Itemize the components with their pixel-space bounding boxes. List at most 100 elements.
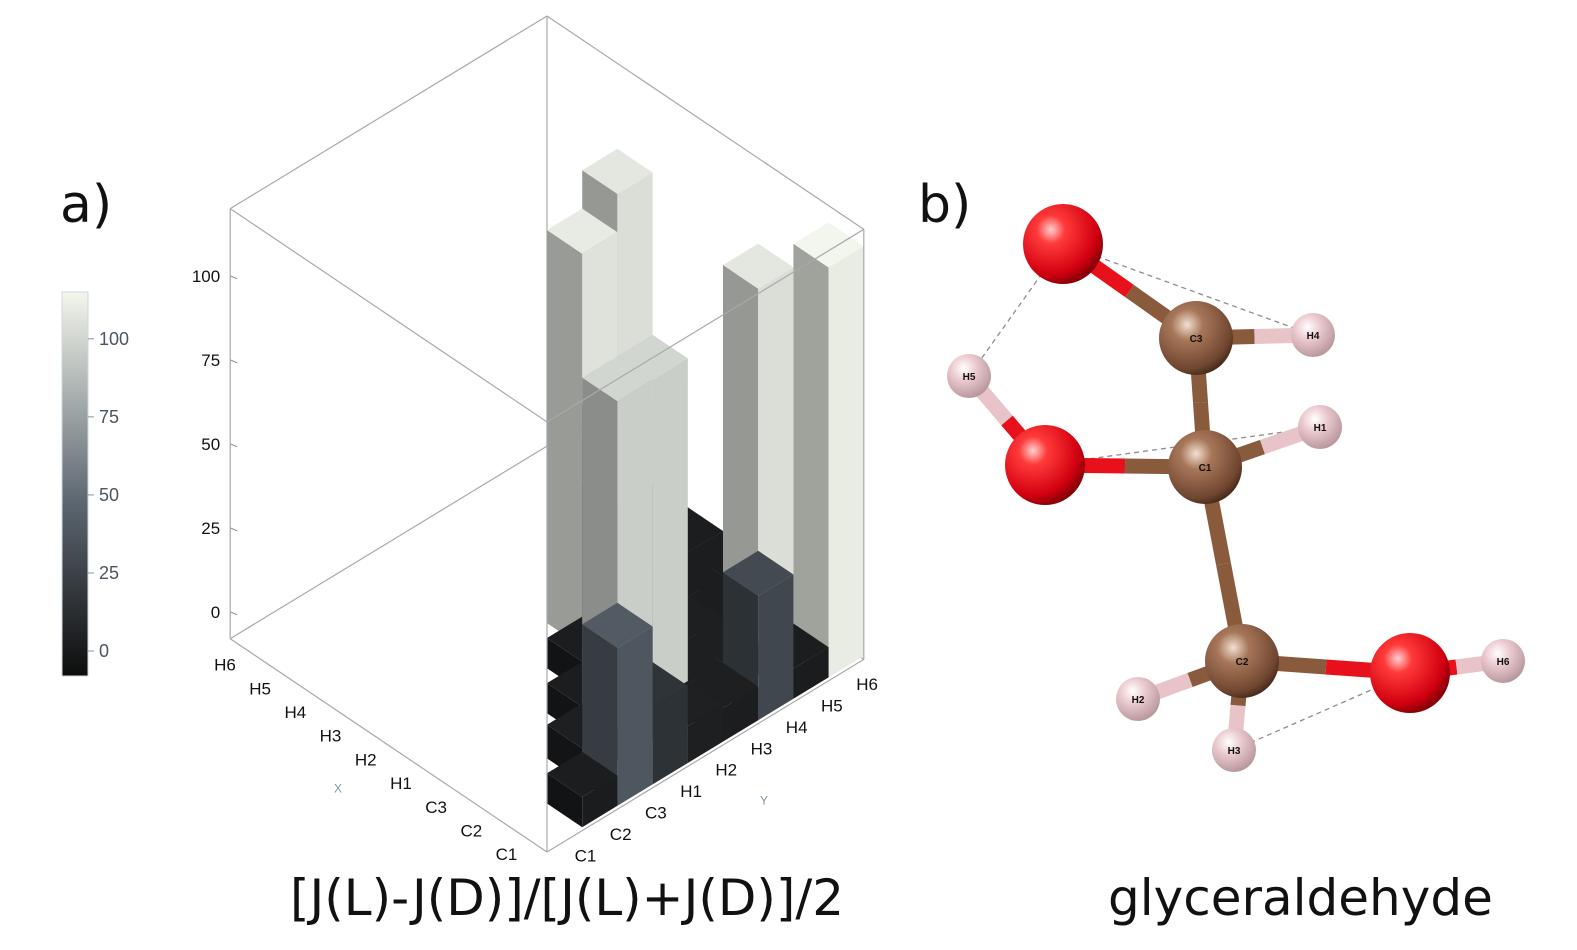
box-edge-front [229, 208, 548, 423]
bar-face-top [687, 662, 759, 708]
x-tick-label: H6 [214, 656, 236, 675]
atom-sphere [1212, 728, 1256, 772]
bar-face-top [547, 208, 618, 254]
bounding-box-front [229, 208, 865, 853]
bar-face-right [687, 704, 723, 763]
atom-label: H6 [1497, 657, 1510, 668]
caption-b: glyceraldehyde [1108, 869, 1493, 927]
box-edge-front [546, 658, 865, 853]
atom-label: H3 [1228, 746, 1241, 757]
box-edge-back [546, 15, 865, 230]
colorbar-tick-label: 100 [99, 329, 129, 349]
y-tick-label: H3 [751, 739, 773, 758]
bar-face-right [652, 358, 688, 740]
atom-label: C1 [1199, 463, 1212, 474]
bar-face-right [723, 686, 759, 742]
colorbar-tick-label: 0 [99, 641, 109, 661]
box-edge-front [546, 228, 865, 423]
bar-face-right [793, 647, 829, 699]
atom-label: H1 [1314, 423, 1327, 434]
bar-face-top [723, 550, 794, 596]
y-tick-label: H1 [680, 782, 702, 801]
atom-sphere [1481, 639, 1525, 683]
z-tick-mark [230, 359, 238, 364]
atom-sphere [1023, 204, 1103, 284]
x-tick-label: H2 [355, 750, 377, 769]
x-tick-label: H3 [320, 727, 342, 746]
bar-face-right [582, 775, 618, 828]
x-tick-label: H5 [249, 679, 271, 698]
atom-sphere [1370, 633, 1450, 713]
atom-o2 [1370, 633, 1450, 713]
colorbar-tick-label: 25 [99, 563, 119, 583]
atom-h6: H6 [1481, 639, 1525, 683]
y-tick-label: H4 [786, 718, 808, 737]
colorbar-tick-label: 50 [99, 485, 119, 505]
bars [547, 148, 864, 828]
x-tick-label: H4 [284, 703, 306, 722]
z-tick-label: 75 [201, 351, 220, 370]
x-tick-label: C3 [425, 798, 447, 817]
atom-label: C2 [1236, 657, 1249, 668]
bar-face-left [793, 243, 829, 678]
atom-c1: C1 [1168, 430, 1242, 504]
bar-face-top [547, 751, 618, 797]
z-tick-label: 25 [201, 519, 220, 538]
atom-h4: H4 [1291, 313, 1335, 357]
bar-face-top [582, 602, 653, 648]
x-tick-label: C1 [496, 845, 518, 864]
z-tick-label: 0 [211, 603, 220, 622]
atom-label: H5 [963, 372, 976, 383]
y-tick-label: C3 [645, 804, 667, 823]
z-tick-label: 100 [192, 267, 220, 286]
atom-o3 [1023, 204, 1103, 284]
atom-sphere [947, 354, 991, 398]
atom-sphere [1205, 624, 1279, 698]
bar-face-right [652, 685, 688, 785]
z-tick-mark [230, 527, 238, 532]
atom-h1: H1 [1298, 405, 1342, 449]
z-tick-mark [230, 611, 238, 616]
z-tick-label: 50 [201, 435, 220, 454]
atom-label: H2 [1132, 695, 1145, 706]
atom-h5: H5 [947, 354, 991, 398]
x-axis-name: X [334, 781, 342, 795]
x-tick-label: C2 [460, 821, 482, 840]
y-tick-label: H2 [715, 761, 737, 780]
atom-label: H4 [1307, 331, 1320, 342]
atom-c2: C2 [1205, 624, 1279, 698]
y-tick-label: H6 [856, 675, 878, 694]
y-tick-label: H5 [821, 697, 843, 716]
bar-face-left [547, 773, 583, 828]
bar-face-top [582, 148, 653, 194]
y-axis-name: Y [760, 793, 768, 807]
bar-face-right [828, 246, 864, 678]
bar [793, 222, 864, 678]
z-axis-ticks: 0 25 50 75 100 [192, 267, 238, 622]
y-tick-label: C1 [575, 846, 597, 865]
bar-face-right [617, 626, 653, 806]
colorbar-gradient [61, 291, 89, 677]
bar-face-right [758, 574, 794, 721]
bar-face-top [793, 222, 864, 268]
atom-sphere [1291, 313, 1335, 357]
panel-a-label: a) [60, 175, 112, 235]
atom-sphere [1005, 425, 1085, 505]
bar-face-top [723, 243, 794, 289]
box-edge-back [229, 445, 548, 640]
bar-face-left [547, 230, 583, 647]
atom-sphere [1116, 677, 1160, 721]
atom-h2: H2 [1116, 677, 1160, 721]
box-edge-front [229, 638, 548, 853]
atom-c3: C3 [1159, 301, 1233, 375]
x-tick-label: H1 [390, 774, 412, 793]
box-edge-back [229, 15, 548, 210]
z-tick-mark [230, 443, 238, 448]
